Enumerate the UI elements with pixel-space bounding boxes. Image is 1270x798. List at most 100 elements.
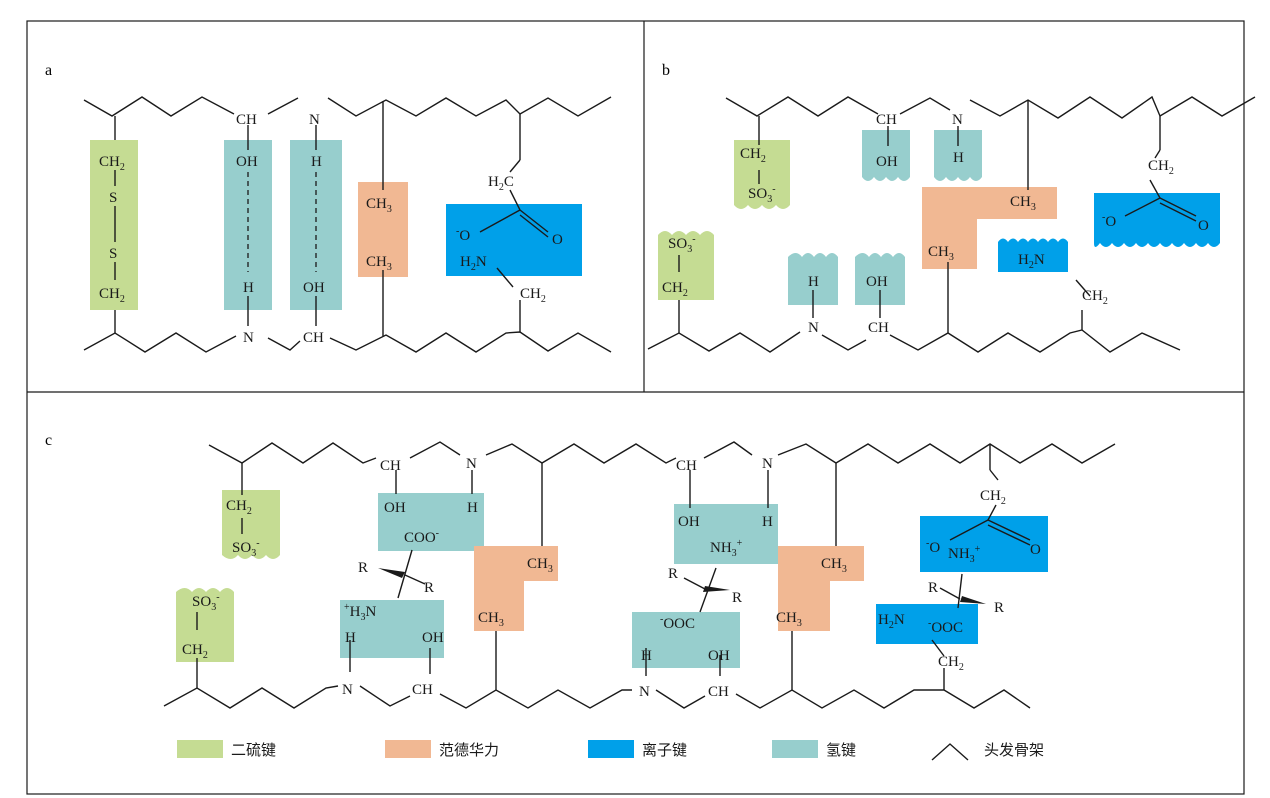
bottom-backbone — [163, 685, 339, 709]
svg-text:H: H — [953, 150, 964, 166]
svg-text:CH3: CH3 — [366, 254, 392, 273]
svg-text:O: O — [1030, 542, 1041, 558]
side-chain-bond — [987, 504, 997, 521]
van-der-waals-box — [778, 546, 864, 631]
panel-c: c — [45, 432, 1116, 761]
atom-label: CH N CH2 S S CH2 OH H H OH N CH CH3 CH3 … — [99, 112, 563, 346]
legend-swatch-hbond — [772, 740, 818, 758]
legend-label-vdw: 范德华力 — [439, 741, 499, 759]
svg-text:CH2: CH2 — [938, 654, 964, 673]
svg-text:CH2: CH2 — [662, 280, 688, 299]
bottom-backbone — [655, 689, 706, 709]
svg-text:SO3-: SO3- — [748, 184, 776, 205]
top-backbone — [485, 443, 677, 464]
svg-text:CH: CH — [303, 330, 324, 346]
side-chain-bond — [509, 159, 521, 173]
side-chain-bond — [519, 214, 549, 238]
top-backbone — [703, 441, 753, 459]
bottom-backbone — [735, 689, 1031, 709]
top-backbone — [83, 96, 235, 117]
top-backbone — [969, 95, 1256, 119]
svg-text:N: N — [342, 682, 353, 698]
top-backbone — [267, 97, 299, 115]
svg-text:OH: OH — [236, 154, 258, 170]
backbone-chevron-icon — [931, 743, 969, 761]
side-chain-bond — [496, 267, 514, 288]
wedge-bond — [960, 596, 986, 604]
legend: 二硫键 范德华力 离子键 氢键 头发骨架 — [177, 740, 1044, 761]
bottom-backbone — [267, 337, 301, 351]
side-chain-bond — [939, 587, 961, 600]
svg-text:CH3: CH3 — [527, 556, 553, 575]
svg-text:OH: OH — [678, 514, 700, 530]
svg-text:OH: OH — [876, 154, 898, 170]
panel-a: a — [45, 62, 612, 353]
legend-label-ionic: 离子键 — [642, 741, 687, 759]
svg-text:R: R — [928, 580, 938, 596]
hydrogen-bond-box — [224, 140, 272, 310]
svg-text:CH2: CH2 — [520, 286, 546, 305]
svg-text:N: N — [762, 456, 773, 472]
svg-text:+H3N: +H3N — [344, 602, 376, 623]
svg-text:-O: -O — [456, 226, 470, 244]
side-chain-bond — [1124, 197, 1161, 217]
disulfide-broken-box — [222, 490, 280, 559]
svg-text:CH2: CH2 — [1082, 288, 1108, 307]
svg-text:R: R — [668, 566, 678, 582]
disulfide-broken-box — [734, 140, 790, 209]
svg-text:CH2: CH2 — [182, 642, 208, 661]
svg-text:N: N — [952, 112, 963, 128]
side-chain-bond — [479, 209, 521, 233]
svg-text:CH: CH — [708, 684, 729, 700]
svg-text:H: H — [808, 274, 819, 290]
svg-text:CH: CH — [676, 458, 697, 474]
top-backbone — [725, 96, 879, 117]
svg-text:H: H — [641, 648, 652, 664]
disulfide-broken-box — [658, 231, 714, 300]
svg-text:R: R — [424, 580, 434, 596]
svg-text:H2N: H2N — [460, 254, 487, 273]
svg-text:CH3: CH3 — [478, 610, 504, 629]
svg-text:O: O — [552, 232, 563, 248]
side-chain-bond — [519, 209, 549, 233]
svg-text:H: H — [762, 514, 773, 530]
svg-text:CH: CH — [868, 320, 889, 336]
svg-text:-O: -O — [926, 538, 940, 556]
svg-text:R: R — [994, 600, 1004, 616]
svg-text:CH: CH — [380, 458, 401, 474]
side-chain-bond — [1159, 202, 1197, 222]
svg-text:SO3-: SO3- — [668, 234, 696, 255]
svg-text:H: H — [467, 500, 478, 516]
svg-text:CH2: CH2 — [1148, 158, 1174, 177]
side-chain-bond — [989, 469, 999, 481]
side-chain-bond — [683, 577, 706, 590]
svg-text:CH2: CH2 — [99, 286, 125, 305]
svg-text:CH: CH — [412, 682, 433, 698]
top-backbone — [409, 441, 461, 459]
hydrogen-bond-box — [674, 504, 778, 564]
svg-text:CH: CH — [876, 112, 897, 128]
top-backbone — [327, 96, 612, 117]
side-chain-bond — [957, 573, 963, 609]
svg-text:H2C: H2C — [488, 174, 514, 193]
svg-text:OH: OH — [422, 630, 444, 646]
svg-text:N: N — [639, 684, 650, 700]
svg-text:S: S — [109, 246, 117, 262]
ionic-broken-box — [1094, 193, 1220, 247]
hydrogen-bond-broken-box — [934, 130, 982, 181]
side-chain-bond — [404, 574, 426, 585]
bottom-backbone — [889, 329, 1181, 353]
bottom-backbone — [821, 334, 867, 351]
svg-text:CH3: CH3 — [1010, 194, 1036, 213]
panel-c-label: c — [45, 432, 52, 449]
top-backbone — [777, 443, 1116, 464]
panel-a-label: a — [45, 62, 52, 79]
side-chain-bond — [509, 189, 521, 211]
svg-text:CH2: CH2 — [226, 498, 252, 517]
ionic-bond-box — [876, 604, 978, 644]
side-chain-bond — [1159, 197, 1197, 217]
legend-swatch-ionic — [588, 740, 634, 758]
side-chain-bond — [987, 524, 1031, 546]
legend-label-disulfide: 二硫键 — [231, 741, 276, 759]
svg-text:-OOC: -OOC — [660, 614, 695, 632]
